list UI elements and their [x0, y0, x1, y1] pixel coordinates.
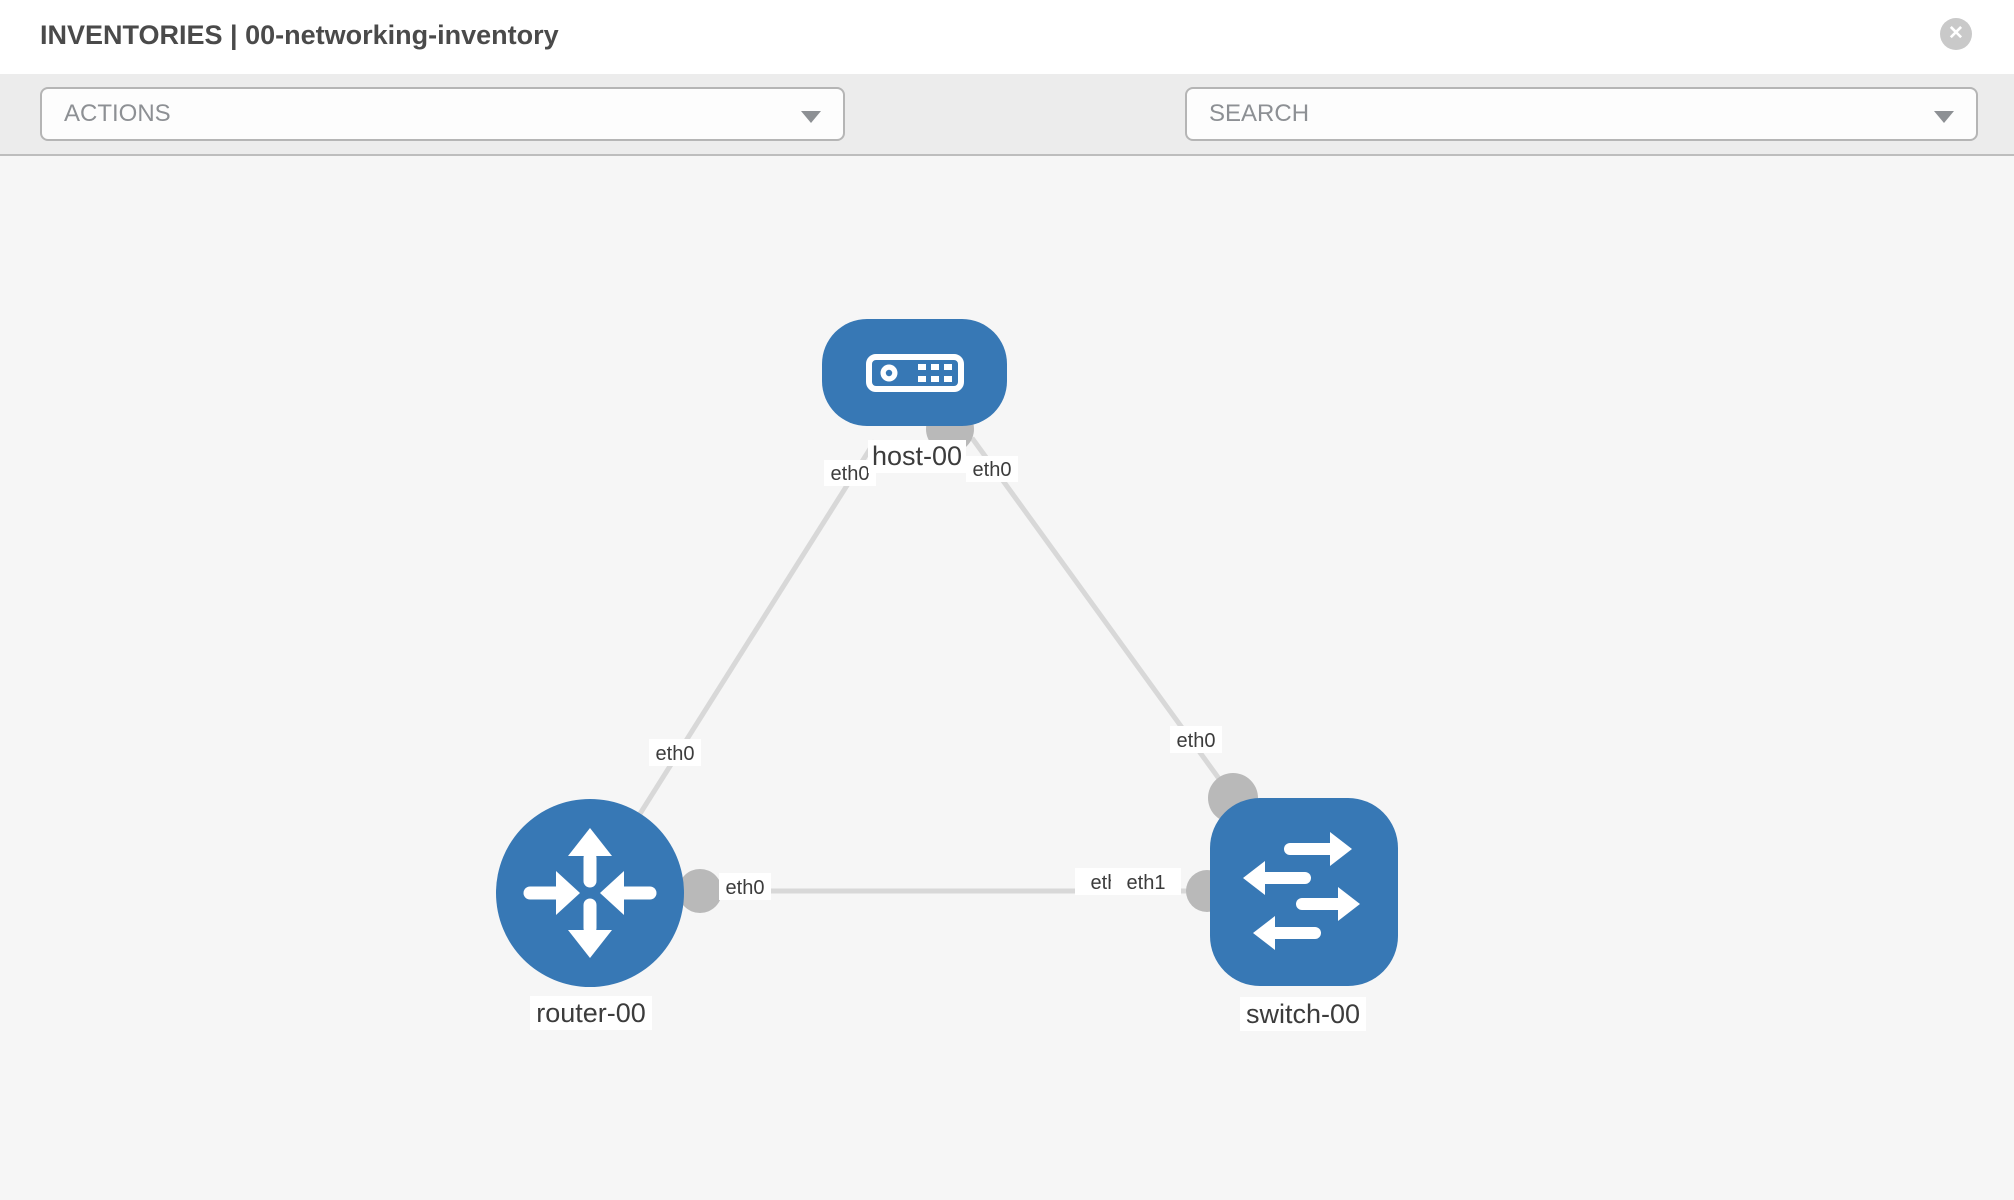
node-labels: host-00 router-00 switch-00 — [530, 440, 1366, 1031]
header: INVENTORIES | 00-networking-inventory ✕ — [0, 0, 2014, 74]
node-label: host-00 — [868, 440, 966, 473]
actions-dropdown[interactable]: ACTIONS — [40, 87, 845, 141]
svg-text:switch-00: switch-00 — [1246, 999, 1360, 1029]
svg-text:eth0: eth0 — [973, 459, 1012, 481]
toolbar: ACTIONS SEARCH — [0, 74, 2014, 204]
node-switch-00[interactable] — [1210, 798, 1398, 986]
interface-label: eth0 — [824, 460, 876, 486]
svg-text:host-00: host-00 — [872, 441, 962, 471]
actions-dropdown-label: ACTIONS — [64, 100, 171, 127]
switch-icon — [1243, 832, 1360, 950]
svg-text:eth0: eth0 — [1177, 730, 1216, 752]
close-icon[interactable]: ✕ — [1940, 18, 1972, 50]
interface-dot — [678, 869, 722, 913]
interface-label: eth0 — [719, 873, 771, 900]
node-router-00[interactable] — [496, 799, 684, 987]
links — [587, 436, 1236, 895]
svg-text:eth0: eth0 — [656, 743, 695, 765]
svg-text:eth0: eth0 — [726, 877, 765, 899]
page-title: INVENTORIES | 00-networking-inventory — [40, 20, 559, 50]
interface-labels: eth0 eth0 eth0 eth0 eth0 — [649, 456, 1222, 900]
topology-svg[interactable]: eth0 eth0 eth0 eth0 eth0 — [0, 156, 2014, 1200]
node-label: router-00 — [530, 996, 652, 1030]
search-dropdown[interactable]: SEARCH — [1185, 87, 1978, 141]
chevron-down-icon — [801, 111, 821, 123]
svg-text:router-00: router-00 — [536, 998, 646, 1028]
interface-label: eth0 — [649, 739, 701, 766]
topology-canvas[interactable]: eth0 eth0 eth0 eth0 eth0 — [0, 156, 2014, 1200]
interface-label: eth0 — [1170, 726, 1222, 753]
svg-text:eth1: eth1 — [1127, 872, 1166, 894]
node-label: switch-00 — [1240, 997, 1366, 1031]
node-host-00[interactable] — [822, 319, 1007, 426]
chevron-down-icon — [1934, 111, 1954, 123]
svg-text:eth0: eth0 — [831, 463, 870, 485]
search-placeholder: SEARCH — [1209, 100, 1310, 127]
router-icon — [523, 828, 657, 958]
interface-label: eth0 — [966, 456, 1018, 482]
host-icon — [866, 354, 964, 392]
interface-label: eth1 — [1111, 868, 1181, 895]
